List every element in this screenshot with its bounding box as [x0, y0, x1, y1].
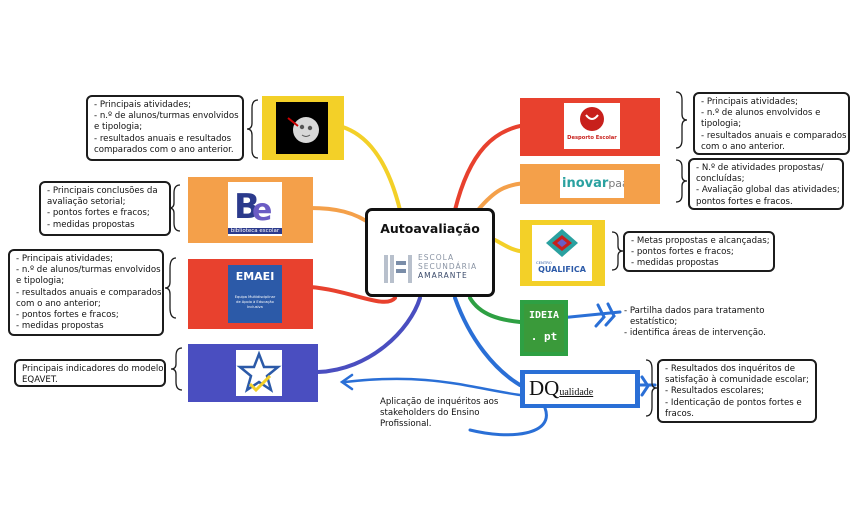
be-logo-icon: B e: [234, 187, 272, 228]
note-qualifica-line: - Metas propostas e alcançadas;: [631, 236, 770, 246]
note-emaei: - Principais atividades; - n.º de alunos…: [8, 249, 164, 336]
note-emaei-line: - resultados anuais e comparados: [16, 287, 162, 298]
tile-desporto: Desporto Escolar: [520, 98, 660, 156]
connector-emaei: [308, 285, 397, 304]
moon-icon: [287, 117, 319, 143]
note-qualifica-line: - pontos fortes e fracos;: [631, 247, 734, 258]
school-logo: ESCOLA SECUNDÁRIA AMARANTE: [382, 251, 482, 289]
note-inqueritos-line: Profissional.: [380, 419, 432, 430]
note-inovar: - N.º de atividades propostas/ concluída…: [688, 158, 844, 210]
note-eqavet: Principais indicadores do modelo EQAVET.: [14, 359, 166, 387]
ideia-logo-text: IDEIA: [528, 310, 560, 321]
central-title: Autoavaliação: [380, 221, 480, 236]
emaei-logo-subtitle: Equipa Multidisciplinar de Apoio à Educa…: [234, 295, 276, 309]
connector-inovar: [476, 181, 527, 212]
note-qualifica: - Metas propostas e alcançadas; - pontos…: [623, 231, 775, 272]
school-logo-line-1: ESCOLA: [418, 253, 455, 262]
connector-eqavet: [316, 296, 422, 374]
note-dq-line: - Resultados dos inquéritos de: [665, 364, 796, 374]
note-desporto-line: - resultados anuais e comparados: [701, 130, 847, 141]
note-emaei-line: - pontos fortes e fracos;: [16, 310, 119, 321]
note-emaei-line: com o ano anterior;: [16, 298, 101, 309]
note-desporto-line: - Principais atividades;: [701, 97, 798, 107]
connector-moon: [333, 123, 402, 212]
svg-text:B: B: [234, 187, 260, 227]
dq-logo-text: DQ: [529, 376, 560, 400]
tile-dq: DQualidade: [520, 370, 640, 408]
tile-emaei: EMAEI Equipa Multidisciplinar de Apoio à…: [188, 259, 313, 329]
note-inqueritos-line: Aplicação de inquéritos aos: [380, 397, 499, 407]
svg-text:e: e: [252, 193, 272, 228]
tile-moon: [262, 96, 344, 160]
arrow-ideia: [558, 310, 622, 320]
note-be-line: - pontos fortes e fracos;: [47, 208, 150, 219]
arrow-curl: [468, 406, 548, 437]
note-moon-line: - Principais atividades;: [94, 100, 191, 110]
note-moon-line: e tipologia;: [94, 122, 143, 133]
note-emaei-line: e tipologia;: [16, 276, 65, 287]
eqavet-star-icon: [236, 350, 282, 393]
note-moon-line: - resultados anuais e resultados: [94, 133, 232, 144]
note-emaei-line: - Principais atividades;: [16, 254, 113, 264]
connector-desporto: [453, 123, 527, 212]
note-dq-line: fracos.: [665, 408, 695, 419]
note-desporto-line: com o ano anterior.: [701, 141, 785, 152]
pt-logo-text: . pt: [530, 330, 558, 343]
desporto-logo-text: Desporto Escolar: [567, 135, 617, 141]
note-ideia-line: - identifica áreas de intervenção.: [624, 328, 766, 339]
note-dq-line: satisfação à comunidade escolar;: [665, 375, 809, 386]
paa-logo-text: paa: [608, 177, 624, 190]
note-inovar-line: pontos fortes e fracos.: [696, 196, 793, 207]
central-node: Autoavaliação ESCOLA SECUNDÁRIA AMARANTE: [365, 208, 495, 297]
note-moon-line: - n.º de alunos/turmas envolvidos: [94, 111, 239, 122]
tile-qualifica: CENTRO QUALIFICA: [520, 220, 605, 286]
note-inqueritos-line: stakeholders do Ensino: [380, 408, 480, 419]
note-desporto: - Principais atividades; - n.º de alunos…: [693, 92, 850, 155]
school-logo-line-3: AMARANTE: [418, 271, 468, 280]
be-logo-text: biblioteca escolar: [228, 228, 282, 234]
note-emaei-line: - n.º de alunos/turmas envolvidos: [16, 265, 161, 276]
note-dq: - Resultados dos inquéritos de satisfaçã…: [657, 359, 817, 423]
note-moon-line: comparados com o ano anterior.: [94, 144, 234, 155]
arrow-eqavet: [343, 377, 522, 397]
school-logo-line-2: SECUNDÁRIA: [418, 262, 478, 271]
note-qualifica-line: - medidas propostas: [631, 258, 719, 269]
note-eqavet-line: Principais indicadores do modelo: [22, 364, 164, 374]
connector-dq: [453, 296, 522, 387]
tile-inovar: inovarpaa: [520, 164, 660, 204]
note-dq-line: - Identicação de pontos fortes e: [665, 397, 802, 408]
note-be: - Principais conclusões da avaliação set…: [39, 181, 171, 236]
qualifica-logo-small: CENTRO: [536, 260, 552, 265]
note-moon: - Principais atividades; - n.º de alunos…: [86, 95, 244, 161]
note-desporto-line: tipologia;: [701, 119, 742, 130]
note-be-line: - Principais conclusões da: [47, 186, 158, 196]
dq-logo-subtext: ualidade: [559, 387, 594, 398]
note-ideia-line: estatístico;: [630, 317, 678, 328]
tile-eqavet: [188, 344, 318, 402]
note-inovar-line: - N.º de atividades propostas/: [696, 163, 824, 173]
tile-ideia: IDEIA . pt: [520, 300, 568, 356]
connector-ideia: [468, 296, 522, 324]
note-inovar-line: - Avaliação global das atividades;: [696, 185, 840, 196]
connector-be: [308, 206, 374, 227]
emaei-logo-text: EMAEI: [235, 270, 275, 283]
note-ideia-line: - Partilha dados para tratamento: [624, 306, 765, 316]
note-eqavet-line: EQAVET.: [22, 375, 58, 386]
note-inqueritos: Aplicação de inquéritos aos stakeholders…: [380, 397, 520, 431]
note-desporto-line: - n.º de alunos envolvidos e: [701, 108, 821, 119]
qualifica-logo-icon: [546, 229, 578, 257]
desporto-logo-icon: [580, 107, 604, 131]
tile-be: B e biblioteca escolar: [188, 177, 313, 243]
note-ideia: - Partilha dados para tratamento estatís…: [624, 306, 784, 340]
note-inovar-line: concluídas;: [696, 174, 745, 185]
inovar-logo-text: inovar: [562, 176, 609, 191]
note-be-line: avaliação setorial;: [47, 197, 126, 208]
note-emaei-line: - medidas propostas: [16, 321, 104, 332]
note-be-line: - medidas propostas: [47, 219, 135, 230]
qualifica-logo-text: QUALIFICA: [538, 265, 586, 274]
school-logo-icon: [384, 255, 412, 283]
note-dq-line: - Resultados escolares;: [665, 386, 764, 397]
